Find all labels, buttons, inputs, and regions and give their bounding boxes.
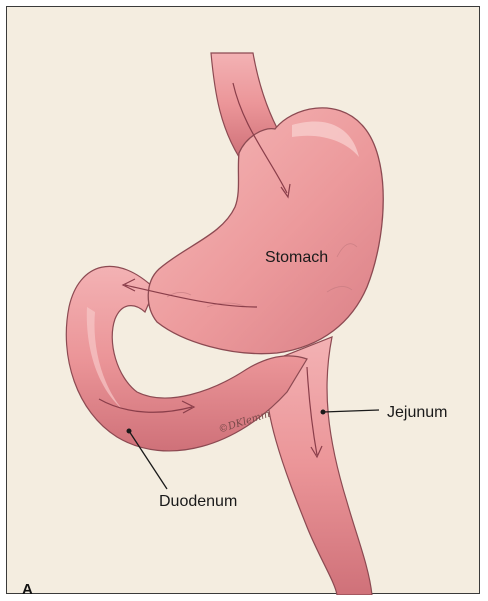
jejunum-label: Jejunum: [387, 404, 447, 422]
figure-panel: Stomach Jejunum Duodenum ©DKlemm A: [6, 6, 480, 594]
jejunum-leader-line: [323, 410, 379, 412]
stomach-label: Stomach: [265, 249, 328, 267]
jejunum-leader-dot: [321, 410, 326, 415]
gastric-anatomy-illustration: [7, 7, 481, 595]
duodenum-label: Duodenum: [159, 493, 237, 511]
duodenum-leader-dot: [127, 429, 132, 434]
panel-letter: A: [22, 581, 33, 598]
